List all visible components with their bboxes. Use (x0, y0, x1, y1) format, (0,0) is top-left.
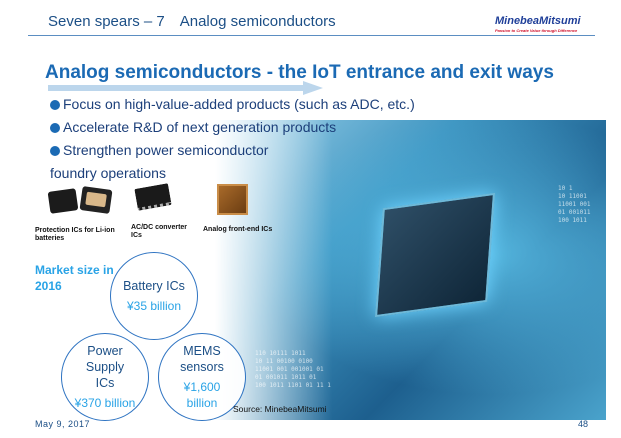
market-size-heading: Market size in 2016 (35, 263, 114, 293)
bullet-icon (50, 146, 60, 156)
binary-overlay-right: 10 1 10 11001 11001 001 01 001011 100 10… (558, 185, 591, 224)
processor-chip-image (374, 192, 496, 318)
bullet-item: Strengthen power semiconductor (50, 142, 268, 158)
bullet-item: Accelerate R&D of next generation produc… (50, 119, 336, 135)
slide-title: Analog semiconductors - the IoT entrance… (45, 62, 554, 83)
product-label: Analog front-end ICs (203, 226, 273, 233)
footer-date: May 9, 2017 (35, 419, 91, 429)
section-title: Seven spears – 7 Analog semiconductors (48, 13, 336, 30)
bullet-icon (50, 100, 60, 110)
bullet-icon (50, 123, 60, 133)
product-label: AC/DC converter ICs (131, 224, 188, 239)
title-arrow-head (303, 81, 323, 95)
protection-ic-image (47, 188, 79, 214)
bullet-item: Focus on high-value-added products (such… (50, 96, 415, 112)
product-label: Protection ICs for Li-ion batteries (35, 227, 115, 242)
source-note: Source: MinebeaMitsumi (233, 404, 327, 414)
header-divider (28, 35, 595, 36)
page-number: 48 (578, 419, 589, 429)
market-circle-battery: Battery ICs¥35 billion (110, 252, 198, 340)
binary-overlay: 110 10111 1011 10 11 00100 0100 11001 00… (255, 350, 331, 389)
analog-frontend-ic-image (217, 184, 248, 215)
title-arrow (48, 85, 303, 91)
acdc-ic-image (134, 183, 172, 211)
bullet-continuation: foundry operations (50, 165, 166, 181)
market-circle-mems: MEMS sensors¥1,600 billion (158, 333, 246, 421)
logo-tagline: Passion to Create Value through Differen… (495, 28, 578, 33)
protection-ic-image (79, 186, 113, 214)
market-circle-power: Power Supply ICs¥370 billion (61, 333, 149, 421)
company-logo: MinebeaMitsumi (495, 15, 581, 27)
